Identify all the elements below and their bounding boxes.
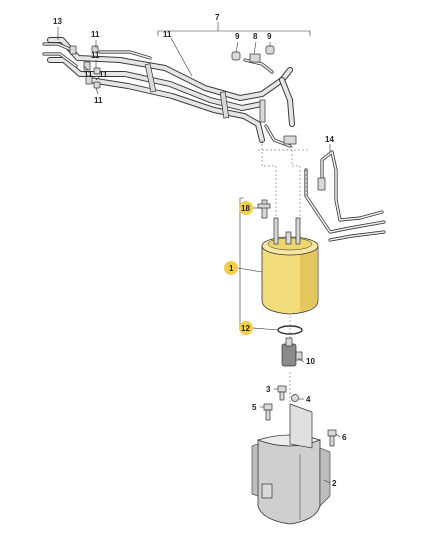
callout-12: 12 xyxy=(241,324,250,333)
callout-10: 10 xyxy=(306,357,315,366)
callout-9-b: 9 xyxy=(267,32,272,41)
callout-13: 13 xyxy=(53,17,62,26)
callout-7: 7 xyxy=(215,13,220,22)
callout-6: 6 xyxy=(342,433,347,442)
callout-11-b: 11 xyxy=(91,51,100,60)
callout-5: 5 xyxy=(252,403,257,412)
callout-3: 3 xyxy=(266,385,271,394)
leader-lines xyxy=(57,22,341,484)
callout-11-bundle: 11 xyxy=(163,30,172,39)
callout-14: 14 xyxy=(325,135,334,144)
alignment-lines xyxy=(258,140,310,404)
callout-11-a: 11 xyxy=(91,30,100,39)
return-pipe xyxy=(304,150,386,242)
callout-4: 4 xyxy=(306,395,311,404)
callout-8: 8 xyxy=(253,32,258,41)
callout-2: 2 xyxy=(332,479,337,488)
highlight-markers xyxy=(224,201,253,335)
callout-11-e: 11 xyxy=(94,96,103,105)
vent-valve xyxy=(257,199,271,219)
callout-18: 18 xyxy=(241,204,250,213)
clip-parts xyxy=(91,45,275,89)
callout-9-a: 9 xyxy=(235,32,240,41)
callout-labels: 13 11 11 11 11 11 7 11 9 8 9 14 18 1 12 … xyxy=(53,13,347,488)
callout-1-marker xyxy=(224,261,238,275)
hose-bundle xyxy=(42,37,297,148)
callout-11-d: 11 xyxy=(99,70,108,79)
filter-bracket xyxy=(251,403,331,525)
callout-12-marker xyxy=(239,321,253,335)
preheating-valve xyxy=(281,337,303,367)
fasteners xyxy=(263,385,337,447)
callout-18-marker xyxy=(239,201,253,215)
fuel-filter xyxy=(261,217,319,315)
callout-11-c: 11 xyxy=(84,70,93,79)
callout-1: 1 xyxy=(229,264,234,273)
